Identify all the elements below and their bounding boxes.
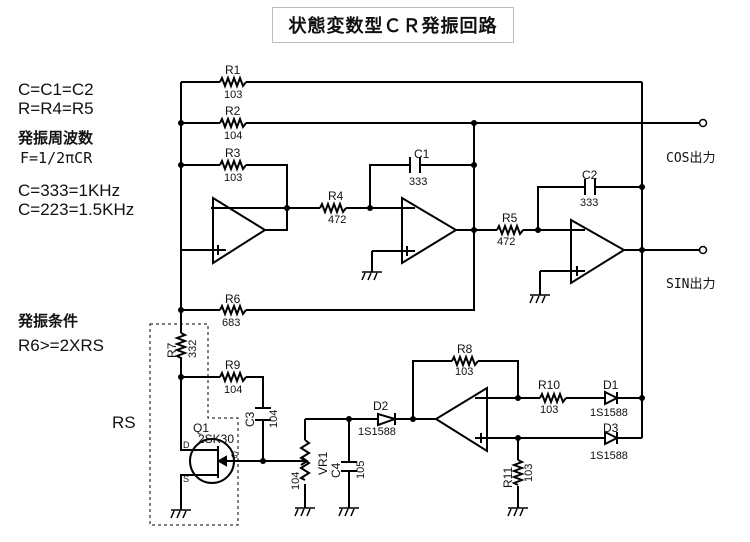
resistor-r8 xyxy=(451,354,479,368)
sin-output-label: SIN出力 xyxy=(666,277,715,292)
r10-ref: R10 xyxy=(538,378,560,392)
c1-value: 333 xyxy=(409,176,427,188)
diode-d2 xyxy=(377,412,399,427)
d3-value: 1S1588 xyxy=(590,450,628,462)
r11-ref: R11 xyxy=(501,467,515,488)
c2-ref: C2 xyxy=(582,168,598,182)
c1-ref: C1 xyxy=(414,147,430,161)
opamp-2 xyxy=(400,196,458,265)
osc-condition: R6>=2XRS xyxy=(18,336,104,355)
opamp-3 xyxy=(570,218,626,285)
r3-ref: R3 xyxy=(225,146,241,160)
diode-d3 xyxy=(604,430,620,446)
cos-output-label: COS出力 xyxy=(666,151,715,166)
r3-value: 103 xyxy=(224,172,242,184)
r7-value: 332 xyxy=(187,340,199,358)
note-r-equals: R=R4=R5 xyxy=(18,99,94,118)
c3-value: 104 xyxy=(268,410,280,428)
opamp-1 xyxy=(211,196,267,265)
formula: F=1/2πCR xyxy=(20,149,93,167)
r4-value: 472 xyxy=(328,214,346,226)
junctions xyxy=(178,120,645,464)
resistor-r7 xyxy=(174,332,188,359)
resistor-r2 xyxy=(219,116,247,130)
c4-value: 105 xyxy=(355,461,367,479)
vr1-wiper-arrow xyxy=(300,456,309,466)
r8-ref: R8 xyxy=(457,342,473,356)
rs-label: RS xyxy=(112,413,136,432)
resistor-r9 xyxy=(219,370,247,384)
r7-ref: R7 xyxy=(165,342,179,358)
r2-value: 104 xyxy=(224,130,242,142)
r2-ref: R2 xyxy=(225,104,241,118)
r6-ref: R6 xyxy=(225,292,241,306)
rs-boundary xyxy=(149,323,239,526)
resistor-r6 xyxy=(219,303,247,317)
d2-ref: D2 xyxy=(373,399,389,413)
note-c-equals: C=C1=C2 xyxy=(18,80,94,99)
d1-ref: D1 xyxy=(603,378,619,392)
example-1khz: C=333=1KHz xyxy=(18,181,121,200)
c2-value: 333 xyxy=(580,197,598,209)
r10-value: 103 xyxy=(540,404,558,416)
opamp-4 xyxy=(434,386,488,453)
r4-ref: R4 xyxy=(328,189,344,203)
resistor-r3 xyxy=(219,158,247,172)
capacitor-c3 xyxy=(255,407,271,421)
q1-ref: Q1 xyxy=(193,421,209,435)
resistor-r11 xyxy=(511,459,525,486)
r9-value: 104 xyxy=(224,384,242,396)
vr1-value: 104 xyxy=(290,472,302,490)
capacitor-c4 xyxy=(341,461,357,472)
d3-ref: D3 xyxy=(603,421,619,435)
q1-pin-g: G xyxy=(231,450,238,460)
osc-freq-heading: 発振周波数 xyxy=(18,129,94,147)
example-1-5khz: C=223=1.5KHz xyxy=(18,200,135,219)
diode-d1 xyxy=(604,390,620,406)
r1-ref: R1 xyxy=(225,63,241,77)
wires xyxy=(180,81,700,510)
resistor-r4 xyxy=(319,201,347,215)
r5-ref: R5 xyxy=(502,211,518,225)
r8-value: 103 xyxy=(455,366,473,378)
jfet-q1 xyxy=(189,438,236,484)
q1-pin-d: D xyxy=(183,440,190,450)
capacitor-c2 xyxy=(584,179,596,195)
cos-output-terminal[interactable] xyxy=(698,118,708,128)
c3-ref: C3 xyxy=(243,411,257,427)
capacitor-c1 xyxy=(409,157,421,173)
r11-value: 103 xyxy=(523,464,535,482)
r5-value: 472 xyxy=(497,236,515,248)
c4-ref: C4 xyxy=(329,462,343,478)
q1-value: 2SK30 xyxy=(198,432,234,446)
q1-pin-s: S xyxy=(183,474,189,484)
r6-value: 683 xyxy=(222,317,240,329)
resistor-r10 xyxy=(539,391,567,405)
r1-value: 103 xyxy=(224,89,242,101)
d1-value: 1S1588 xyxy=(590,407,628,419)
vr1-ref: VR1 xyxy=(316,451,330,475)
diagram-title: 状態変数型ＣＲ発振回路 xyxy=(272,7,514,43)
ground-icon xyxy=(170,271,550,519)
osc-cond-heading: 発振条件 xyxy=(18,312,79,330)
resistor-r5 xyxy=(496,223,524,237)
resistor-r1 xyxy=(219,75,247,89)
d2-value: 1S1588 xyxy=(358,426,396,438)
r9-ref: R9 xyxy=(225,358,241,372)
sin-output-terminal[interactable] xyxy=(698,245,708,255)
